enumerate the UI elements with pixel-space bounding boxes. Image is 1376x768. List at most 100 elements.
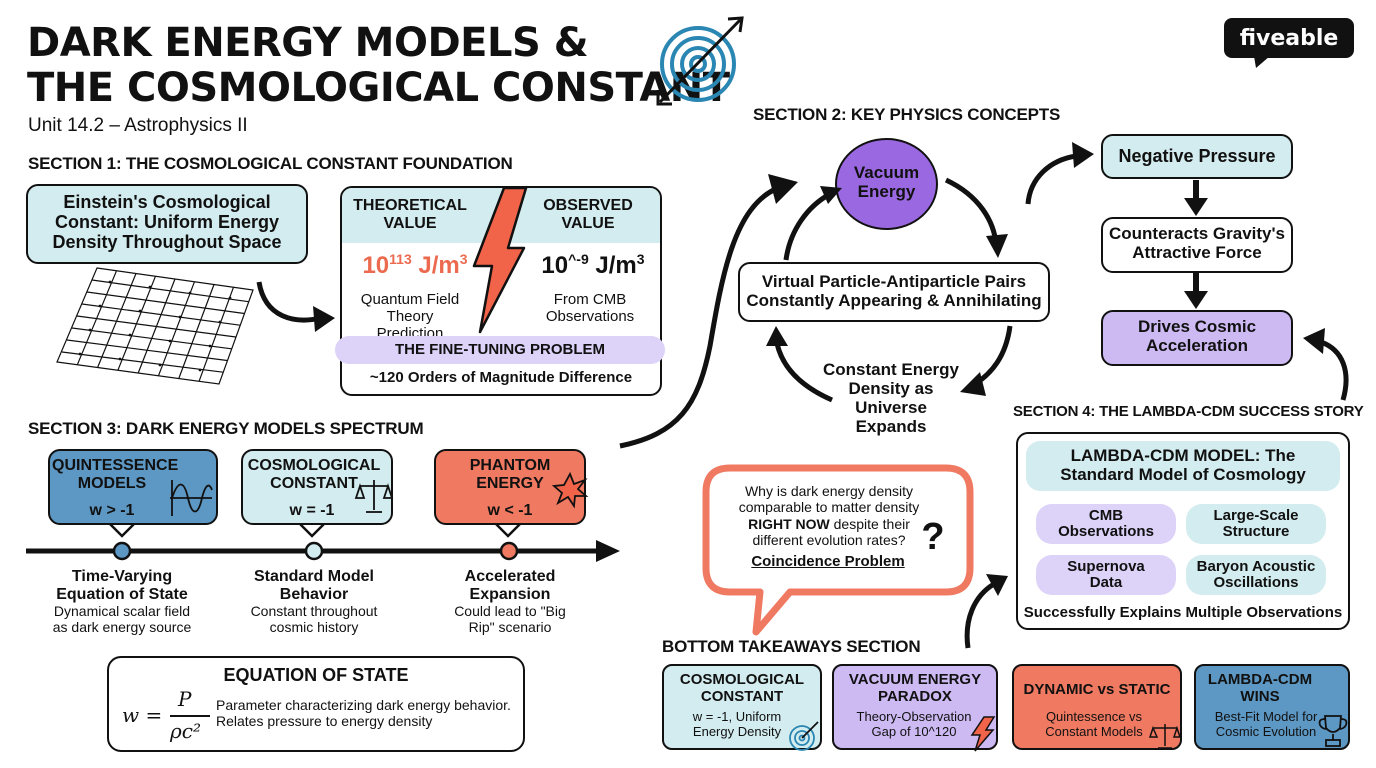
takeaway-0-desc: w = -1, Uniform Energy Density (692, 709, 782, 739)
negative-pressure-box (1101, 134, 1293, 179)
counteracts-gravity-box (1101, 217, 1293, 273)
takeaway-2-title: DYNAMIC vs STATIC (1023, 681, 1171, 698)
phantom-w: w < -1 (487, 502, 533, 519)
cc-title: Standard Model Behavior (253, 568, 374, 603)
phantom-name: PHANTOM ENERGY (469, 457, 551, 492)
virtual-pairs-box (738, 262, 1050, 322)
coincidence-bubble (702, 464, 974, 636)
coincidence-emphasis: RIGHT NOW (748, 515, 830, 532)
takeaway-1-desc: Theory-Observation Gap of 10^120 (856, 709, 972, 739)
observed-source: From CMB Observations (545, 291, 635, 325)
phantom-title: Accelerated Expansion (464, 568, 556, 603)
arrow-to-comparison (256, 281, 335, 332)
phantom-desc: Could lead to "Big Rip" scenario (454, 603, 566, 635)
scales-icon (354, 480, 394, 513)
takeaway-vacuum-paradox (832, 664, 998, 750)
lambda-cdm-title-pill: LAMBDA-CDM MODEL: The Standard Model of … (1026, 441, 1340, 491)
evidence-cmb: CMB Observations (1036, 504, 1176, 544)
cc-name: COSMOLOGICAL CONSTANT (247, 457, 381, 492)
vacuum-energy-text: Vacuum Energy (853, 163, 920, 202)
takeaway-scales-icon (1148, 724, 1182, 749)
evidence-bao: Baryon Acoustic Oscillations (1186, 555, 1326, 595)
models-timeline (26, 540, 620, 562)
coincidence-label: Coincidence Problem (751, 553, 905, 570)
einstein-box (26, 184, 308, 264)
einstein-box-text: Einstein's Cosmological Constant: Unifor… (52, 192, 282, 253)
negative-pressure-text: Negative Pressure (1118, 146, 1276, 166)
arrow-down-2 (1184, 273, 1208, 309)
question-icon: ? (921, 516, 945, 558)
arrow-from-section4 (1303, 328, 1349, 401)
quintessence-title: Time-Varying Equation of State (56, 568, 188, 603)
eos-numerator: P (178, 687, 192, 711)
fine-tuning-banner: THE FINE-TUNING PROBLEM (335, 336, 665, 364)
takeaway-3-desc: Best-Fit Model for Cosmic Evolution (1214, 709, 1318, 739)
takeaway-1-title: VACUUM ENERGY PARADOX (848, 671, 982, 705)
takeaway-2-desc: Quintessence vs Constant Models (1045, 709, 1143, 739)
phantom-card-tail (495, 523, 521, 538)
cc-desc: Constant throughout cosmic history (250, 603, 378, 635)
theoretical-source: Quantum Field Theory Prediction (360, 291, 460, 342)
explosion-icon (551, 471, 589, 509)
observed-label: OBSERVED VALUE (543, 197, 633, 232)
eos-formula: w = P ρc² (122, 687, 212, 743)
lambda-cdm-footer: Successfully Explains Multiple Observati… (1023, 604, 1343, 621)
subtitle: Unit 14.2 – Astrophysics II (28, 115, 248, 136)
theoretical-value: 10113 J/m3 (362, 251, 468, 279)
evidence-supernova: Supernova Data (1036, 555, 1176, 595)
counteracts-gravity-text: Counteracts Gravity's Attractive Force (1109, 224, 1285, 263)
section4-heading: SECTION 4: THE LAMBDA-CDM SUCCESS STORY (1013, 403, 1364, 420)
quintessence-card-tail (109, 523, 135, 538)
title-line-1: DARK ENERGY MODELS & (27, 20, 589, 66)
quintessence-desc: Dynamical scalar field as dark energy so… (52, 603, 192, 635)
eos-denominator: ρc² (170, 719, 201, 743)
brand-name: fiveable (1239, 25, 1339, 51)
arrow-to-section4 (964, 574, 1008, 649)
eos-description: Parameter characterizing dark energy beh… (216, 697, 511, 729)
evidence-lss-text: Large-Scale Structure (1213, 506, 1299, 540)
virtual-pairs-text: Virtual Particle-Antiparticle Pairs Cons… (746, 272, 1042, 311)
takeaway-3-title: LAMBDA-CDM WINS (1207, 671, 1313, 705)
evidence-bao-text: Baryon Acoustic Oscillations (1196, 557, 1316, 591)
equation-of-state-box (107, 656, 525, 752)
theoretical-label: THEORETICAL VALUE (353, 197, 467, 232)
constant-density-text: Constant Energy Density as Universe Expa… (822, 360, 960, 437)
takeaway-target-icon (789, 721, 819, 751)
target-arrow-icon (656, 16, 744, 106)
section1-heading: SECTION 1: THE COSMOLOGICAL CONSTANT FOU… (28, 154, 513, 173)
wave-icon (170, 480, 213, 516)
evidence-supernova-text: Supernova Data (1067, 557, 1145, 591)
takeaway-lightning-icon (970, 716, 996, 752)
quintessence-card (48, 449, 218, 525)
arrow-down-1 (1184, 180, 1208, 216)
takeaway-dynamic-static (1012, 664, 1182, 750)
arrow-to-negative-pressure (1025, 142, 1094, 205)
fine-tuning-note: ~120 Orders of Magnitude Difference (369, 369, 633, 386)
eos-title: EQUATION OF STATE (223, 665, 409, 685)
fine-tuning-title: THE FINE-TUNING PROBLEM (395, 340, 605, 358)
takeaway-lambda-cdm-wins (1194, 664, 1350, 750)
eos-lhs: w = (122, 703, 163, 727)
title-line-2: THE COSMOLOGICAL CONSTANT (27, 65, 730, 111)
lambda-cdm-title: LAMBDA-CDM MODEL: The Standard Model of … (1060, 446, 1306, 484)
coincidence-question: Why is dark energy density comparable to… (738, 483, 920, 549)
observed-value: 10^-9 J/m3 (541, 251, 645, 279)
takeaway-0-title: COSMOLOGICAL CONSTANT (679, 671, 805, 705)
drives-acceleration-text: Drives Cosmic Acceleration (1137, 317, 1257, 356)
cc-card-tail (299, 523, 325, 538)
evidence-lss: Large-Scale Structure (1186, 504, 1326, 544)
quintessence-name: QUINTESSENCE MODELS (52, 457, 179, 492)
cycle-arrows (766, 177, 1013, 403)
arrow-to-section2 (619, 174, 798, 449)
drives-acceleration-box (1101, 310, 1293, 366)
logo-tail-icon (1254, 56, 1270, 68)
takeaways-heading: BOTTOM TAKEAWAYS SECTION (662, 637, 921, 656)
lightning-icon (472, 186, 528, 334)
cc-w: w = -1 (289, 502, 335, 519)
quintessence-w: w > -1 (89, 502, 135, 519)
section2-heading: SECTION 2: KEY PHYSICS CONCEPTS (753, 105, 1061, 124)
grid-icon (56, 267, 254, 385)
vacuum-energy-node (835, 138, 938, 230)
evidence-cmb-text: CMB Observations (1058, 506, 1154, 540)
brand-logo[interactable]: fiveable (1224, 18, 1354, 58)
